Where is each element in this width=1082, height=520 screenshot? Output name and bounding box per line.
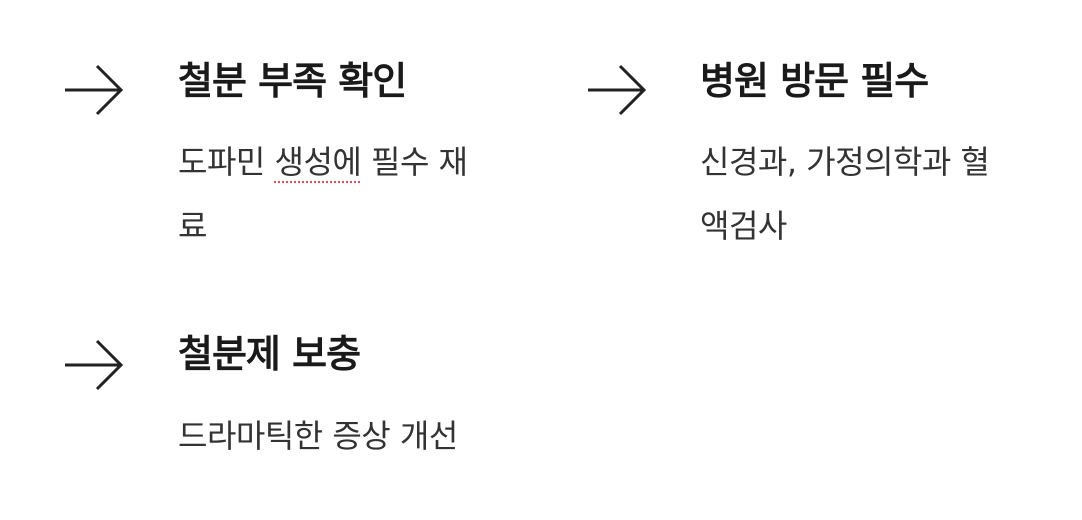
description-line: 도파민 생성에 필수 재	[178, 130, 538, 194]
info-item-hospital-visit: 병원 방문 필수 신경과, 가정의학과 혈 액검사	[540, 0, 1082, 280]
item-title: 병원 방문 필수	[700, 59, 929, 103]
description-line: 액검사	[700, 207, 787, 245]
description-line: 료	[178, 207, 207, 245]
description-line: 드라마틱한 증상 개선	[178, 417, 458, 455]
item-description: 신경과, 가정의학과 혈 액검사	[700, 130, 1080, 258]
item-title: 철분제 보충	[178, 332, 361, 376]
arrow-right-icon	[63, 62, 125, 118]
item-title: 철분 부족 확인	[178, 59, 407, 103]
arrow-right-icon	[586, 62, 648, 118]
arrow-right-icon	[63, 337, 125, 393]
description-text: 필수 재	[361, 143, 468, 181]
item-description: 드라마틱한 증상 개선	[178, 404, 538, 468]
description-line: 신경과, 가정의학과 혈	[700, 143, 990, 181]
spellcheck-flagged-word: 생성에	[274, 143, 362, 181]
info-item-iron-check: 철분 부족 확인 도파민 생성에 필수 재 료	[0, 0, 540, 280]
info-item-iron-supplement: 철분제 보충 드라마틱한 증상 개선	[0, 280, 540, 520]
item-description: 도파민 생성에 필수 재 료	[178, 130, 538, 258]
description-text: 도파민	[178, 143, 275, 181]
